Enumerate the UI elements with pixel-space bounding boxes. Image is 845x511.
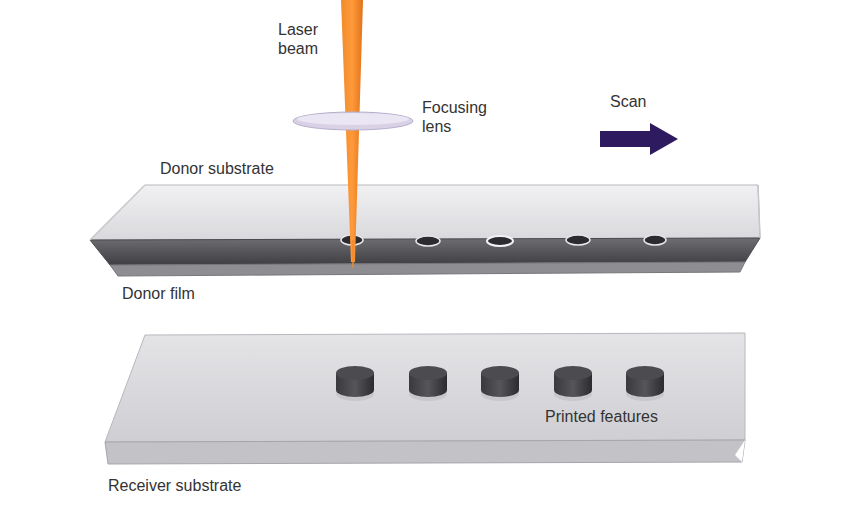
substrate-label: Donor substrate bbox=[160, 159, 274, 178]
focusing-lens bbox=[293, 112, 413, 130]
donor-glass-top bbox=[90, 185, 760, 240]
features-label: Printed features bbox=[545, 407, 658, 426]
laser-beam bbox=[341, 0, 363, 262]
beam-label: Laser beam bbox=[278, 20, 338, 58]
glass-edge bbox=[758, 185, 760, 238]
receiver-slab-edge bbox=[105, 440, 745, 464]
lens-highlight bbox=[297, 113, 409, 125]
ablation-spots bbox=[341, 235, 666, 246]
substrate-label: Receiver substrate bbox=[108, 476, 241, 495]
receiver-corner bbox=[735, 440, 745, 462]
lens-label: Focusing lens bbox=[422, 98, 512, 136]
film-label: Donor film bbox=[122, 284, 195, 303]
scan-arrow bbox=[600, 123, 678, 155]
laser-focus bbox=[352, 240, 354, 268]
printed-feature-cylinders bbox=[336, 366, 664, 401]
scan-label: Scan bbox=[610, 92, 646, 111]
glass-edge bbox=[90, 185, 145, 240]
donor-slab-edge bbox=[110, 262, 745, 276]
receiver-glass-top bbox=[105, 333, 745, 442]
